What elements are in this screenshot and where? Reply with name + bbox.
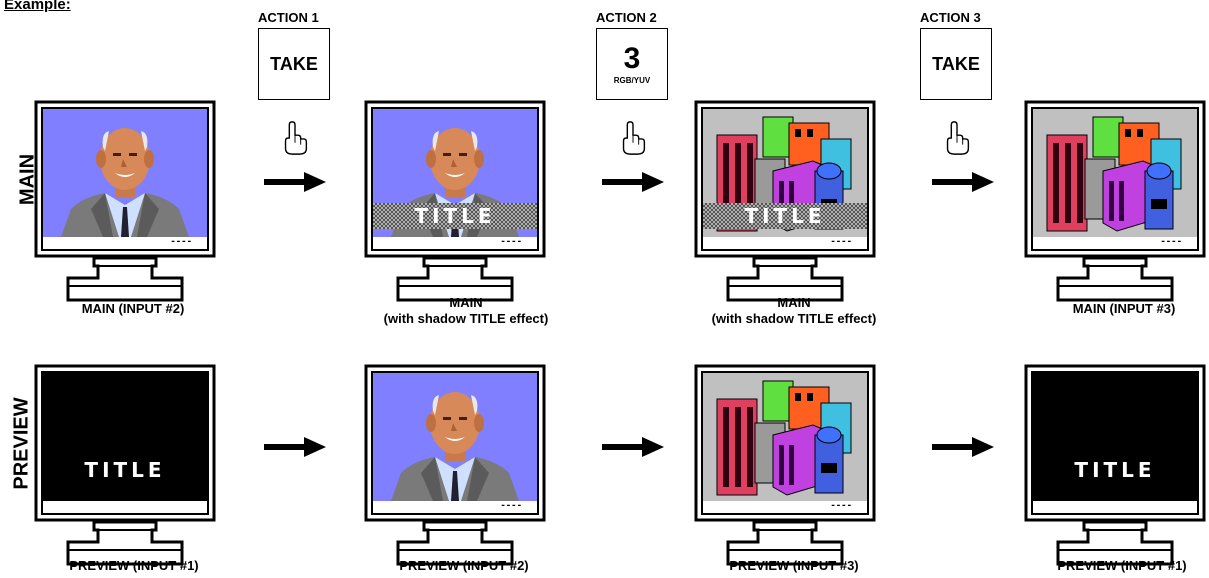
action-2-title: ACTION 2 bbox=[596, 10, 657, 25]
main-monitor-3: TITLE ---- bbox=[694, 100, 876, 302]
person-image bbox=[373, 373, 537, 501]
preview-monitor-3: ---- bbox=[694, 364, 876, 566]
hand-pointer-icon bbox=[622, 121, 646, 155]
screen-indicator-dots: ---- bbox=[830, 501, 852, 511]
action-3-key[interactable]: TAKE bbox=[920, 28, 992, 100]
preview-caption-3: PREVIEW (INPUT #3) bbox=[729, 558, 859, 573]
title-text: TITLE bbox=[84, 458, 165, 482]
main-monitor-2: TITLE ---- bbox=[364, 100, 546, 302]
action-1-key[interactable]: TAKE bbox=[258, 28, 330, 100]
preview-screen-4: TITLE bbox=[1033, 373, 1197, 501]
preview-monitor-2: ---- bbox=[364, 364, 546, 566]
arrow-right-icon bbox=[602, 437, 664, 457]
screen-indicator-dots: ---- bbox=[500, 237, 522, 247]
action-2-key-sublabel: RGB/YUV bbox=[613, 75, 651, 85]
action-1-title: ACTION 1 bbox=[258, 10, 319, 25]
action-2-key[interactable]: 3 RGB/YUV bbox=[596, 28, 668, 100]
hand-pointer-icon bbox=[946, 121, 970, 155]
preview-screen-1: TITLE bbox=[43, 373, 207, 501]
arrow-right-icon bbox=[602, 172, 664, 192]
title-text: TITLE bbox=[744, 204, 825, 228]
screen-indicator-dots: ---- bbox=[170, 237, 192, 247]
main-screen-4 bbox=[1032, 108, 1198, 238]
screen-indicator-dots: ---- bbox=[1160, 501, 1182, 511]
preview-monitor-1: TITLE ---- bbox=[34, 364, 216, 566]
screen-indicator-dots: ---- bbox=[500, 501, 522, 511]
arrow-right-icon bbox=[932, 172, 994, 192]
preview-caption-1: PREVIEW (INPUT #1) bbox=[69, 558, 199, 573]
preview-monitor-4: TITLE ---- bbox=[1024, 364, 1206, 566]
main-screen-1 bbox=[43, 109, 207, 237]
action-1-key-label: TAKE bbox=[270, 53, 318, 74]
screen-indicator-dots: ---- bbox=[830, 237, 852, 247]
preview-screen-3 bbox=[702, 372, 868, 502]
preview-screen-2 bbox=[373, 373, 537, 501]
screen-indicator-dots: ---- bbox=[1160, 237, 1182, 247]
arrow-right-icon bbox=[264, 172, 326, 192]
main-caption-1: MAIN (INPUT #2) bbox=[81, 301, 185, 316]
main-caption-3: MAIN(with shadow TITLE effect) bbox=[711, 295, 877, 326]
screen-indicator-dots: ---- bbox=[170, 501, 192, 511]
person-image bbox=[43, 109, 207, 237]
hand-pointer-icon bbox=[284, 121, 308, 155]
preview-caption-4: PREVIEW (INPUT #1) bbox=[1057, 558, 1187, 573]
page-heading: Example: bbox=[4, 0, 71, 13]
buildings-image bbox=[702, 372, 868, 502]
main-screen-2: TITLE bbox=[373, 109, 537, 237]
action-3-key-label: TAKE bbox=[932, 53, 980, 74]
main-screen-3: TITLE bbox=[702, 108, 868, 238]
action-2-key-label: 3 bbox=[623, 41, 641, 75]
title-text: TITLE bbox=[1074, 458, 1155, 482]
main-monitor-1: ---- bbox=[34, 100, 216, 302]
main-caption-4: MAIN (INPUT #3) bbox=[1072, 301, 1176, 316]
title-text: TITLE bbox=[414, 204, 495, 228]
buildings-image bbox=[1032, 108, 1198, 238]
row-label-preview: PREVIEW bbox=[10, 397, 33, 490]
main-monitor-4: ---- bbox=[1024, 100, 1206, 302]
main-caption-2: MAIN(with shadow TITLE effect) bbox=[383, 295, 549, 326]
arrow-right-icon bbox=[264, 437, 326, 457]
action-3-title: ACTION 3 bbox=[920, 10, 981, 25]
arrow-right-icon bbox=[932, 437, 994, 457]
preview-caption-2: PREVIEW (INPUT #2) bbox=[399, 558, 529, 573]
